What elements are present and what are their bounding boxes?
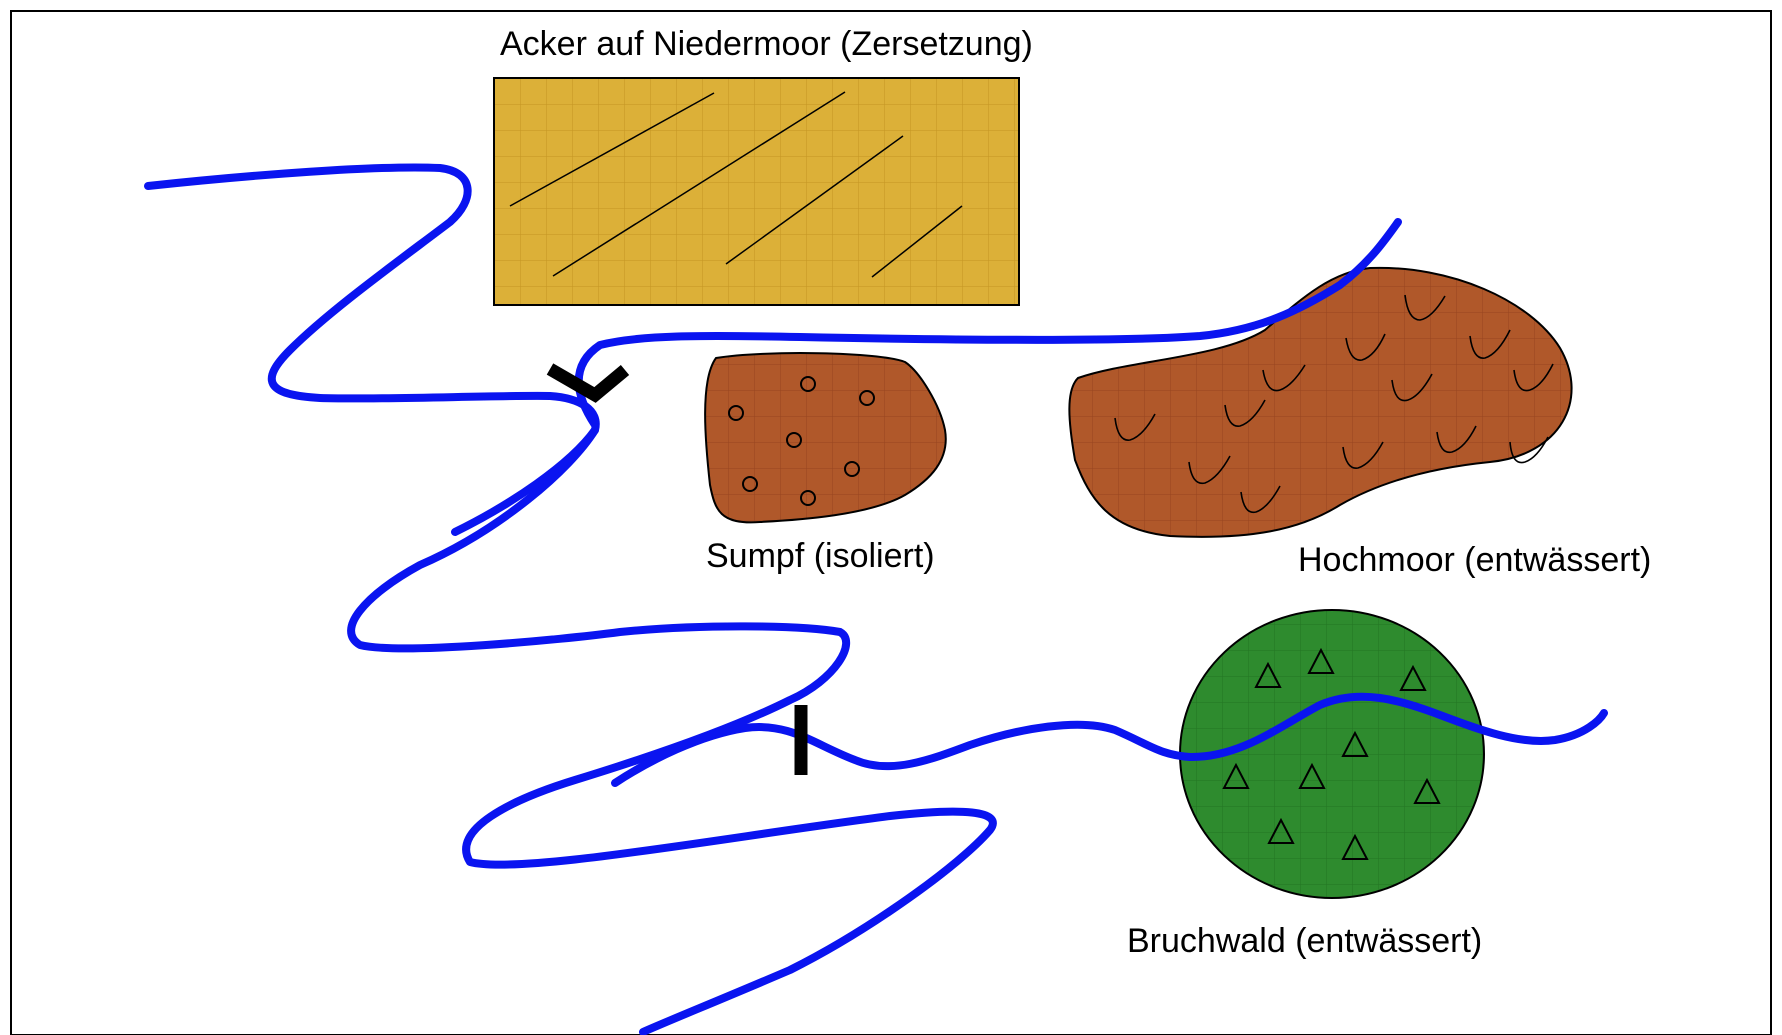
swamp-circle-icon (728, 405, 744, 421)
carr-forest-label: Bruchwald (entwässert) (1127, 922, 1482, 960)
check-mark-icon (1513, 363, 1554, 392)
check-mark-icon (1469, 329, 1511, 359)
raised-bog-shape (1068, 266, 1573, 538)
field-area (493, 77, 1020, 306)
swamp-label: Sumpf (isoliert) (706, 537, 935, 575)
triangle-tree-icon (1413, 777, 1441, 804)
bog-vegetation-symbols (1114, 294, 1554, 514)
triangle-tree-icon (1298, 762, 1326, 789)
check-mark-icon (1188, 455, 1231, 485)
carr-forest-area (1179, 609, 1485, 899)
triangle-tree-icon (1341, 833, 1369, 860)
swamp-circle-icon (844, 461, 860, 477)
raised-bog-area (1068, 266, 1573, 538)
check-mark-icon (1436, 425, 1477, 454)
check-mark-icon (1224, 399, 1266, 427)
triangle-tree-icon (1222, 762, 1250, 789)
check-mark-icon (1342, 441, 1384, 469)
check-mark-icon (1509, 436, 1549, 464)
swamp-circle-icon (859, 390, 875, 406)
triangle-tree-icon (1254, 661, 1282, 688)
swamp-circle-icon (800, 490, 816, 506)
check-mark-icon (1345, 333, 1386, 361)
swamp-circle-icon (800, 376, 816, 392)
swamp-circle-icon (786, 432, 802, 448)
raised-bog-label: Hochmoor (entwässert) (1298, 541, 1651, 579)
check-mark-icon (1240, 485, 1281, 514)
check-mark-icon (1114, 413, 1156, 441)
field-label: Acker auf Niedermoor (Zersetzung) (500, 25, 1033, 63)
dam-upper-icon (546, 363, 630, 403)
triangle-tree-icon (1341, 730, 1369, 757)
tree-symbols (1222, 647, 1441, 860)
swamp-shape (704, 352, 947, 524)
upper-tributary (574, 218, 1402, 429)
swamp-circle-icon (742, 476, 758, 492)
main-river (144, 163, 997, 1035)
check-mark-icon (1404, 294, 1446, 321)
swamp-area (704, 352, 947, 524)
check-mark-icon (1391, 373, 1433, 402)
ditch-branch (451, 426, 599, 536)
check-mark-icon (1262, 364, 1306, 392)
river-network (144, 163, 1608, 1035)
triangle-tree-icon (1307, 647, 1335, 674)
field-rectangle (493, 77, 1020, 306)
diagram-border (10, 10, 1772, 1035)
triangle-tree-icon (1399, 664, 1427, 691)
swamp-symbols (728, 376, 875, 506)
triangle-tree-icon (1267, 817, 1295, 844)
decomposition-hatching (509, 91, 963, 278)
